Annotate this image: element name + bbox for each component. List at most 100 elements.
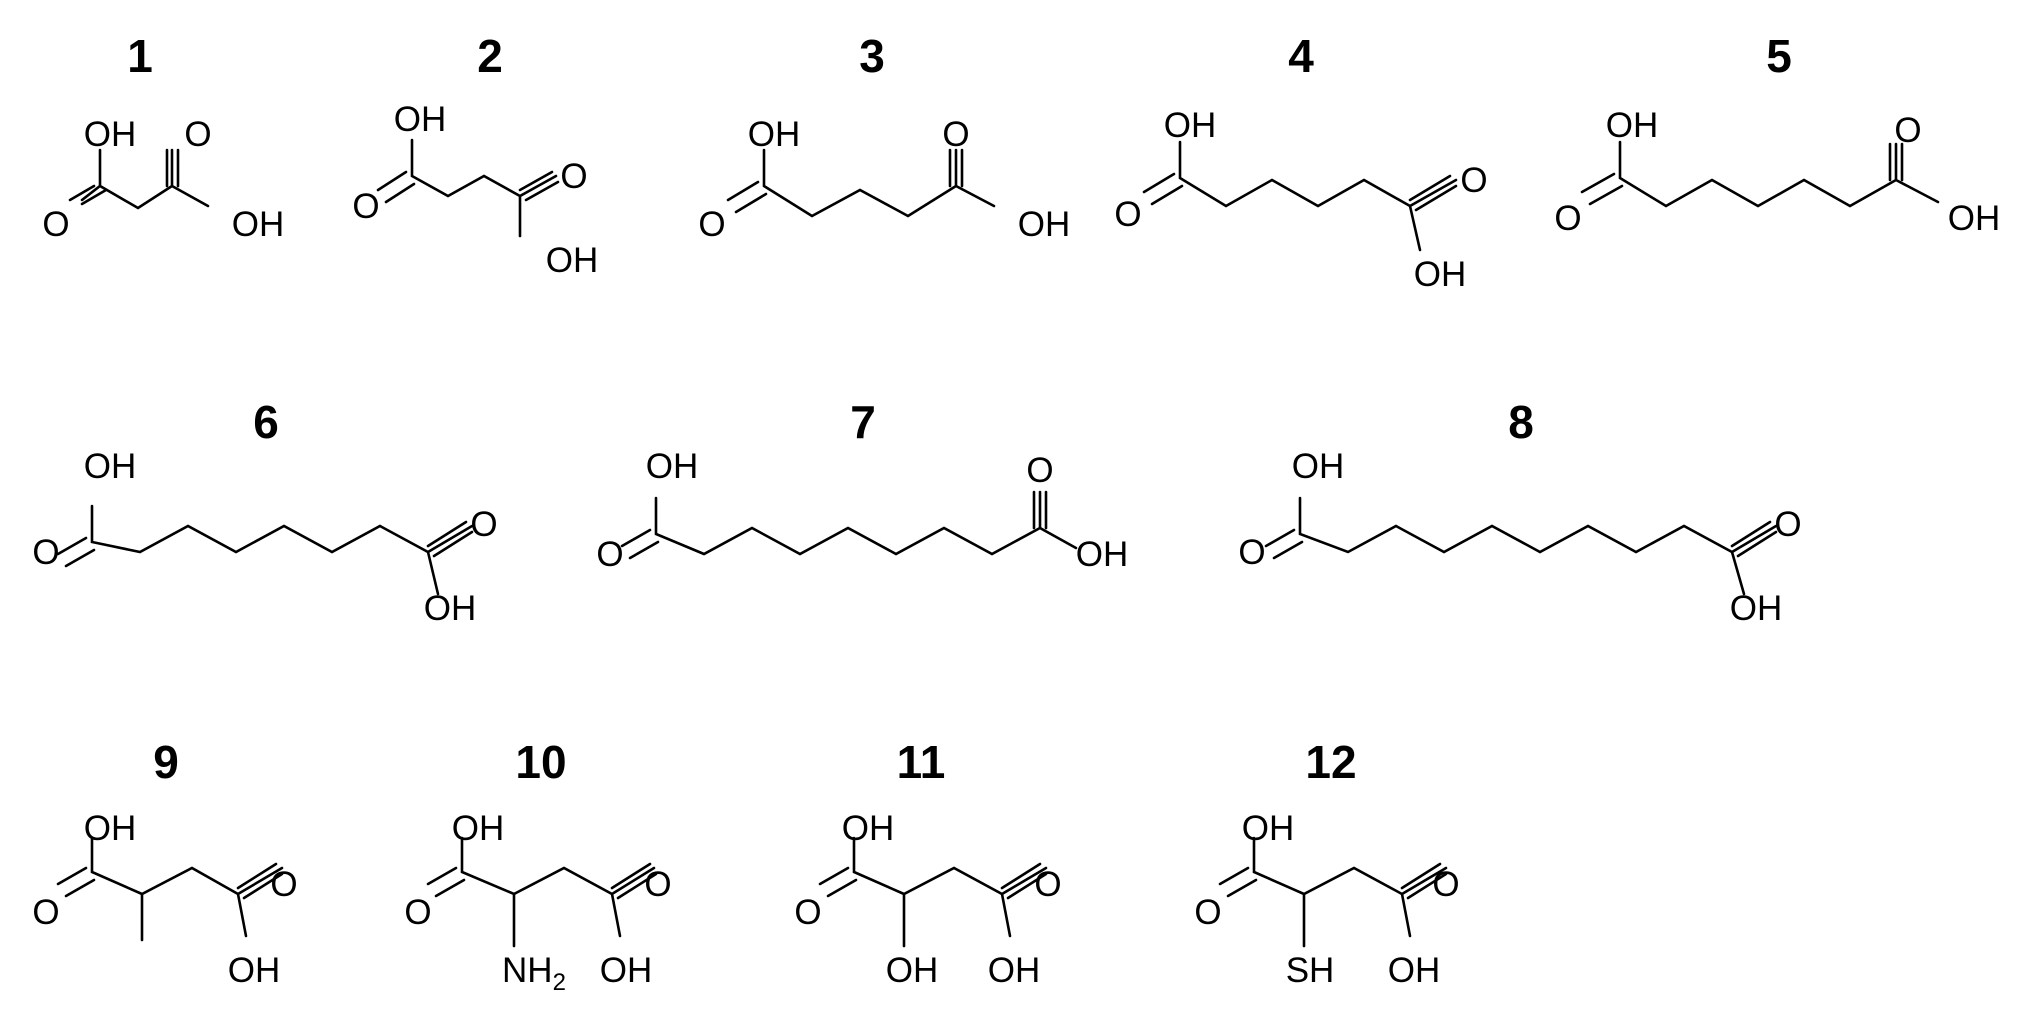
bond-lines: [852, 836, 1048, 948]
double-bond: [948, 148, 964, 188]
oh-label: OH: [1730, 589, 1783, 628]
bond-lines: [80, 148, 210, 210]
compound-number-10: 10: [515, 736, 566, 788]
oh-label: OH: [1948, 199, 2001, 238]
o-label: O: [1460, 161, 1487, 200]
double-bond: [56, 536, 96, 568]
o-label: O: [1026, 451, 1053, 490]
o-label: O: [698, 205, 725, 244]
double-bond: [1032, 490, 1048, 530]
oh-label: OH: [1606, 106, 1659, 145]
compound-number-8: 8: [1508, 396, 1534, 448]
double-bond: [818, 866, 858, 898]
double-bond: [1408, 174, 1458, 212]
compound-2-structure: OH O O OH: [352, 100, 598, 280]
oh-label: OH: [646, 447, 699, 486]
oh-label: OH: [228, 951, 281, 990]
oh-label: OH: [232, 205, 285, 244]
compound-12-structure: OH O SH O OH: [1194, 809, 1459, 990]
bond-lines: [1618, 140, 1940, 208]
oh-label: OH: [1388, 951, 1441, 990]
double-bond: [1000, 862, 1048, 900]
compound-number-4: 4: [1288, 30, 1314, 82]
oh-label: OH: [84, 115, 137, 154]
compound-number-5: 5: [1766, 30, 1792, 82]
oh-label: OH: [424, 589, 477, 628]
compound-8-structure: OH O O OH: [1238, 447, 1801, 628]
oh-label: OH: [600, 951, 653, 990]
bond-lines: [762, 148, 996, 218]
double-bond: [376, 170, 416, 204]
oh-label: OH: [1292, 447, 1345, 486]
o-label: O: [1034, 865, 1061, 904]
oh-label: OH: [1414, 255, 1467, 294]
bond-lines: [1252, 836, 1448, 948]
bond-lines: [410, 138, 558, 238]
o-label: O: [32, 893, 59, 932]
double-bond: [1264, 528, 1304, 560]
o-label: O: [1774, 505, 1801, 544]
double-bond: [236, 862, 284, 900]
o-label: O: [352, 187, 379, 226]
bond-lines: [90, 836, 284, 942]
compound-number-12: 12: [1305, 736, 1356, 788]
bond-lines: [1298, 496, 1778, 596]
o-label: O: [942, 115, 969, 154]
compound-9-structure: OH O O OH: [32, 809, 297, 990]
oh-label: OH: [84, 447, 137, 486]
o-label: O: [560, 157, 587, 196]
oh-label: OH: [988, 951, 1041, 990]
oh-label: OH: [546, 241, 599, 280]
o-label: O: [1238, 533, 1265, 572]
compound-6-structure: OH O O OH: [32, 447, 497, 628]
sh-label: SH: [1286, 951, 1335, 990]
compound-11-structure: OH O OH O OH: [794, 809, 1061, 990]
oh-label: OH: [84, 809, 137, 848]
double-bond: [165, 148, 180, 188]
o-label: O: [32, 533, 59, 572]
oh-label: OH: [886, 951, 939, 990]
o-label: O: [794, 893, 821, 932]
o-label: O: [1894, 111, 1921, 150]
double-bond: [1580, 172, 1624, 206]
bond-lines: [654, 490, 1078, 556]
compound-10-structure: OH O NH2 O OH: [404, 809, 671, 996]
double-bond: [620, 528, 660, 560]
double-bond: [1142, 172, 1184, 206]
compound-number-2: 2: [477, 30, 503, 82]
o-label: O: [404, 893, 431, 932]
oh-label: OH: [1164, 106, 1217, 145]
compound-number-9: 9: [153, 736, 179, 788]
double-bond: [1400, 862, 1448, 900]
double-bond: [1218, 866, 1258, 898]
double-bond: [610, 862, 658, 900]
subscript-2: 2: [553, 969, 566, 996]
o-label: O: [644, 865, 671, 904]
double-bond: [1730, 520, 1778, 558]
compound-3-structure: OH O O OH: [698, 115, 1070, 244]
o-label: O: [1432, 865, 1459, 904]
compound-5-structure: OH O O OH: [1554, 106, 2000, 238]
double-bond: [1888, 142, 1904, 182]
compound-number-11: 11: [897, 736, 946, 788]
o-label: O: [1554, 199, 1581, 238]
oh-label: OH: [394, 100, 447, 139]
oh-label: OH: [842, 809, 895, 848]
double-bond: [68, 184, 108, 206]
double-bond: [726, 180, 768, 214]
nh-text: NH: [502, 951, 553, 990]
oh-label: OH: [452, 809, 505, 848]
oh-label: OH: [748, 115, 801, 154]
o-label: O: [470, 505, 497, 544]
compound-number-7: 7: [850, 396, 876, 448]
o-label: O: [596, 535, 623, 574]
double-bond: [426, 866, 466, 898]
double-bond: [518, 170, 560, 202]
compound-7-structure: OH O O OH: [596, 447, 1128, 574]
oh-label: OH: [1076, 535, 1129, 574]
o-label: O: [42, 205, 69, 244]
double-bond: [56, 866, 96, 898]
compound-4-structure: OH O O OH: [1114, 106, 1487, 294]
oh-label: OH: [1018, 205, 1071, 244]
